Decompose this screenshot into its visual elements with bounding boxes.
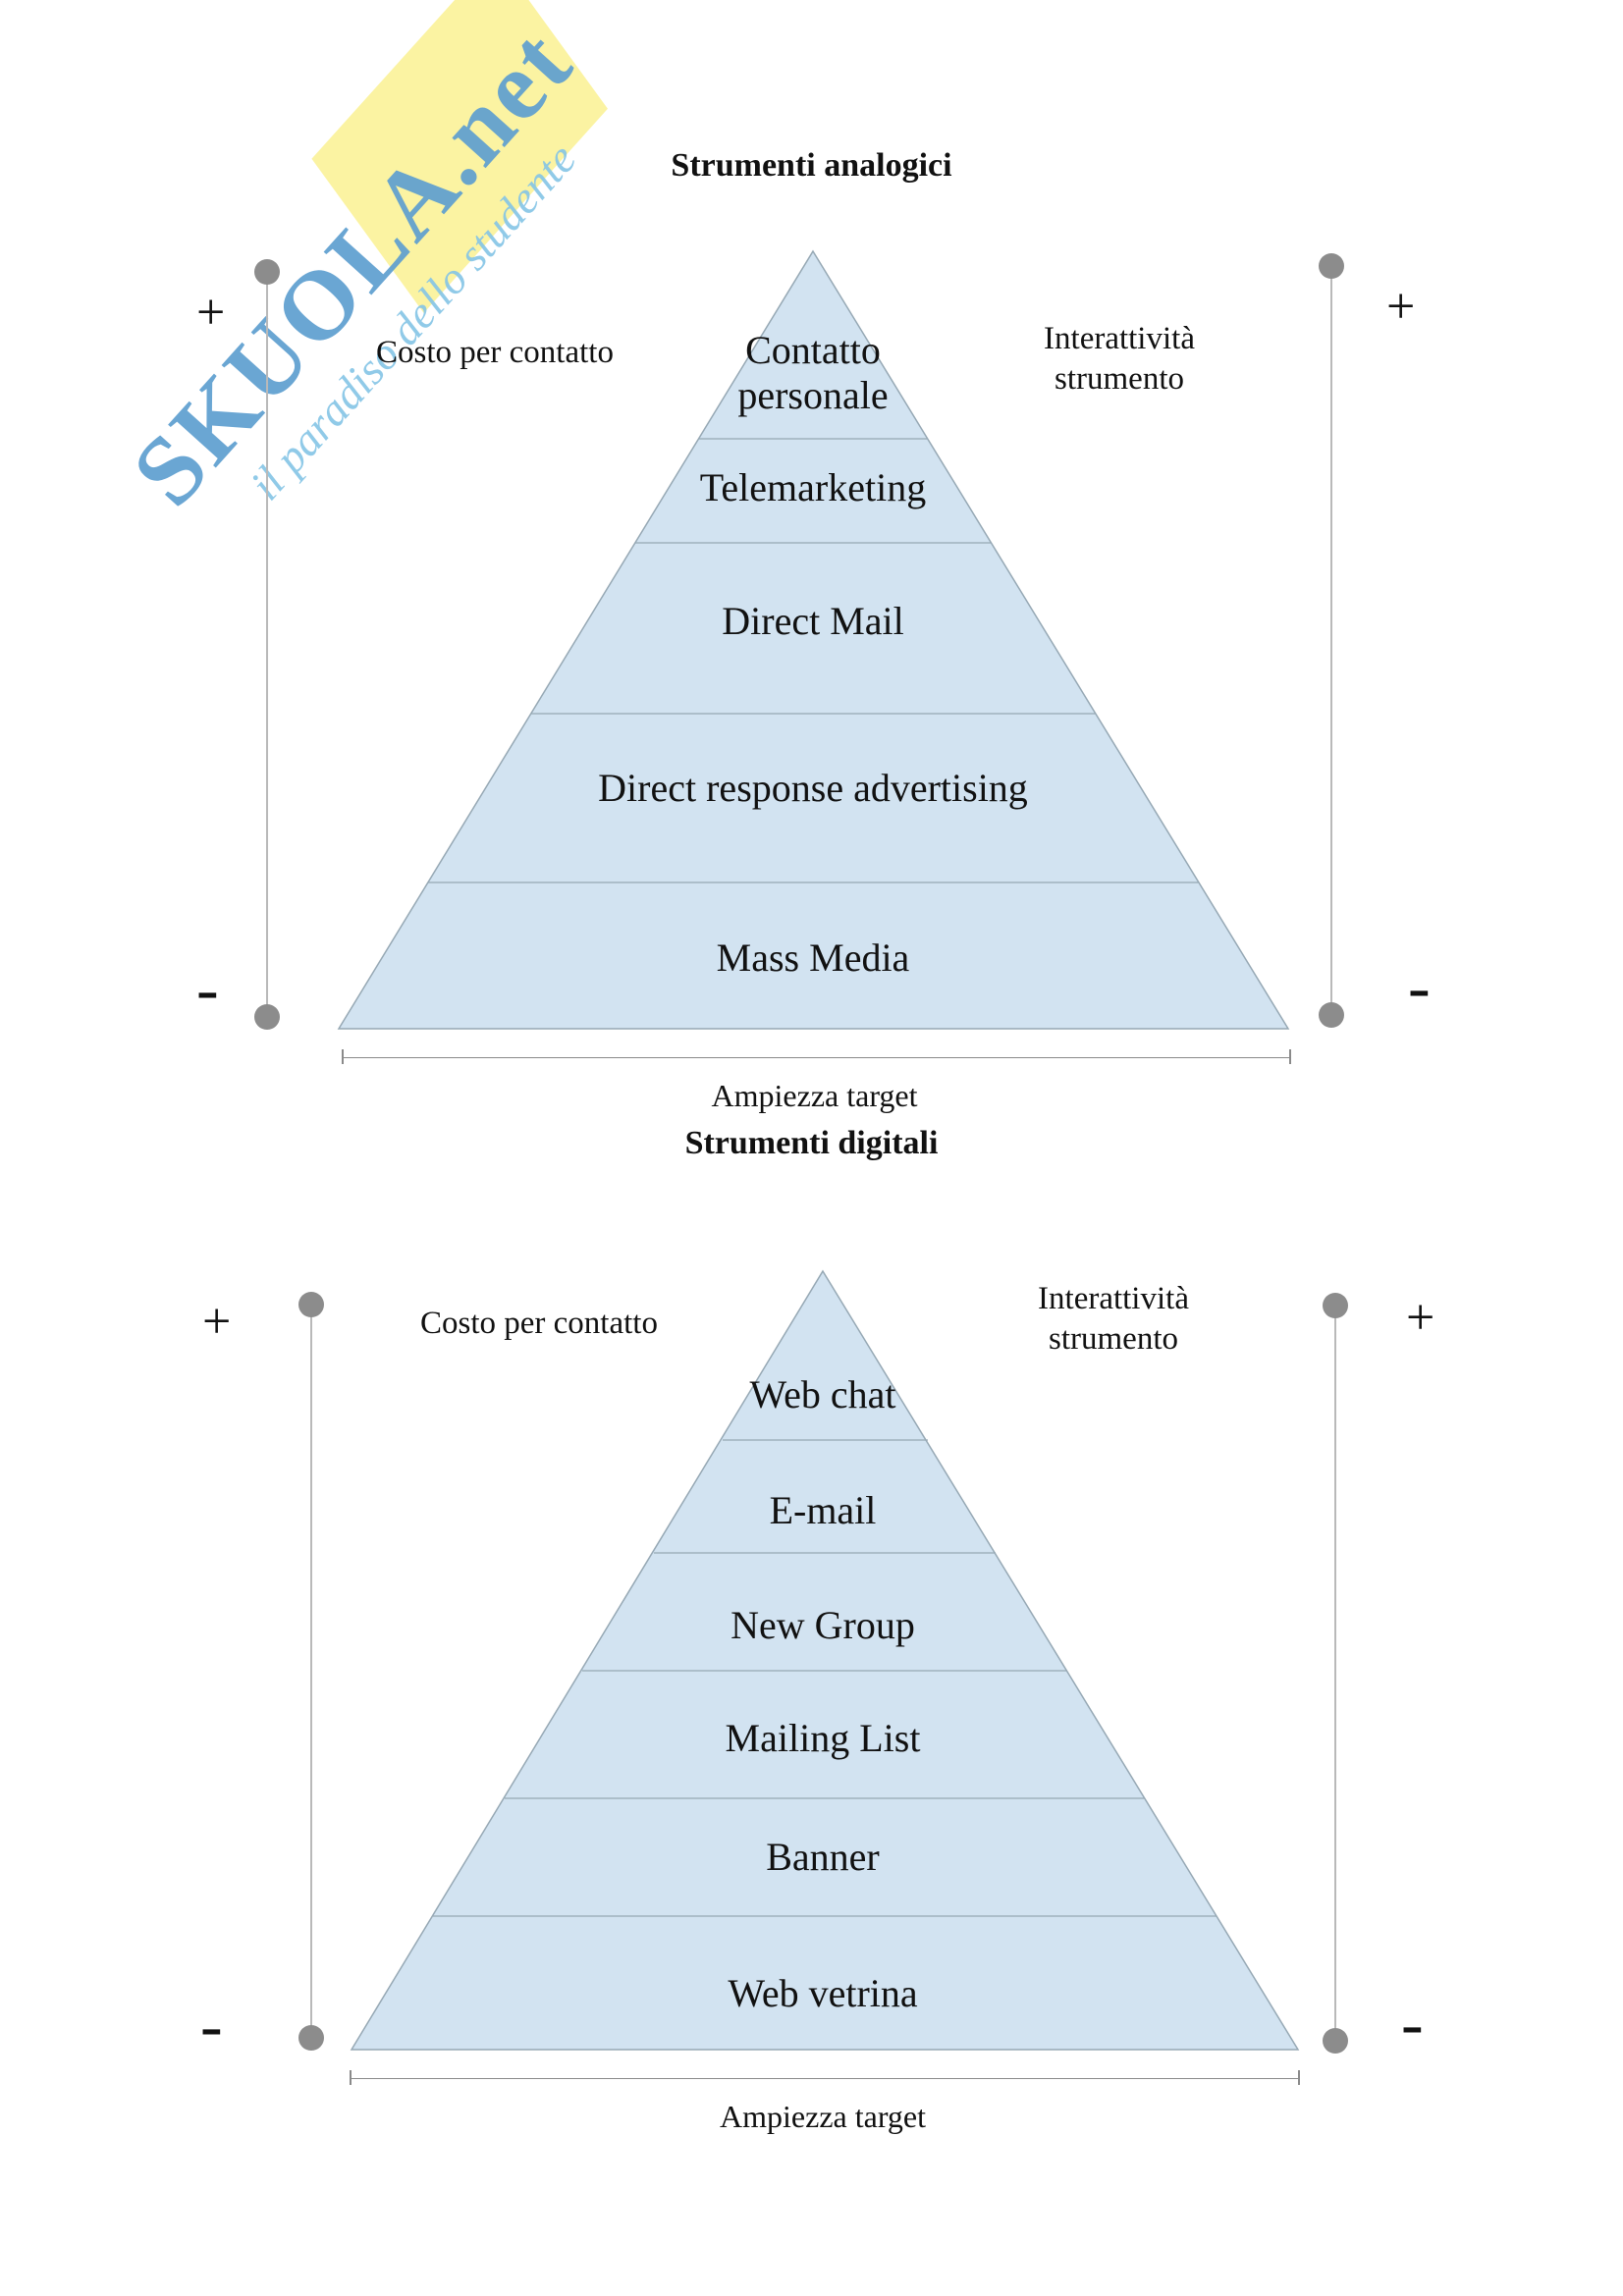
pyramid-level: Mass Media (716, 935, 910, 980)
pyramid-digital (350, 1269, 1300, 2051)
pyramid-analog (337, 249, 1290, 1030)
minus-sign-right: - (1401, 1986, 1424, 2060)
right-axis-label: Interattività strumento (1038, 1281, 1189, 1358)
pyramid-level: E-mail (769, 1488, 877, 1532)
minus-sign-left: - (196, 951, 219, 1026)
pyramid-level: Direct Mail (722, 599, 904, 643)
minus-sign-left: - (200, 1988, 223, 2062)
pyramid-level: Web chat (749, 1372, 896, 1416)
pyramid-level: Telemarketing (699, 465, 927, 509)
endpoint-dot (298, 1292, 324, 1317)
endpoint-dot (1323, 2028, 1348, 2054)
left-axis-rail (310, 1305, 312, 2038)
plus-sign-right: + (1386, 279, 1416, 335)
right-axis-rail (1330, 266, 1332, 1015)
pyramid-level: Web vetrina (728, 1971, 918, 2015)
pyramid-level: New Group (730, 1603, 915, 1647)
target-width-measure-line (350, 2070, 1300, 2085)
plus-sign-left: + (202, 1294, 232, 1350)
diagram2-title: Strumenti digitali (684, 1125, 939, 1161)
pyramid-level: Mailing List (725, 1716, 921, 1760)
endpoint-dot (1323, 1293, 1348, 1318)
plus-sign-right: + (1406, 1290, 1435, 1346)
plus-sign-left: + (196, 285, 226, 341)
left-axis-label: Costo per contatto (376, 335, 614, 370)
endpoint-dot (254, 1004, 280, 1030)
pyramid-level: Banner (766, 1835, 880, 1879)
right-axis-rail (1334, 1306, 1336, 2041)
endpoint-dot (298, 2025, 324, 2051)
minus-sign-right: - (1408, 949, 1431, 1024)
pyramid-analog-shape (337, 249, 1290, 1030)
pyramid-digital-shape (350, 1269, 1300, 2051)
right-axis-label: Interattività strumento (1044, 321, 1195, 398)
endpoint-dot (1319, 253, 1344, 279)
pyramid-level: Contatto personale (737, 328, 889, 417)
left-axis-rail (266, 272, 268, 1017)
left-axis-label: Costo per contatto (420, 1306, 658, 1341)
endpoint-dot (1319, 1002, 1344, 1028)
pyramid-level: Direct response advertising (598, 766, 1028, 810)
target-width-measure-line (342, 1049, 1291, 1064)
endpoint-dot (254, 259, 280, 285)
diagram1-title: Strumenti analogici (671, 147, 952, 184)
bottom-axis-label: Ampiezza target (711, 1078, 918, 1113)
bottom-axis-label: Ampiezza target (720, 2099, 926, 2134)
